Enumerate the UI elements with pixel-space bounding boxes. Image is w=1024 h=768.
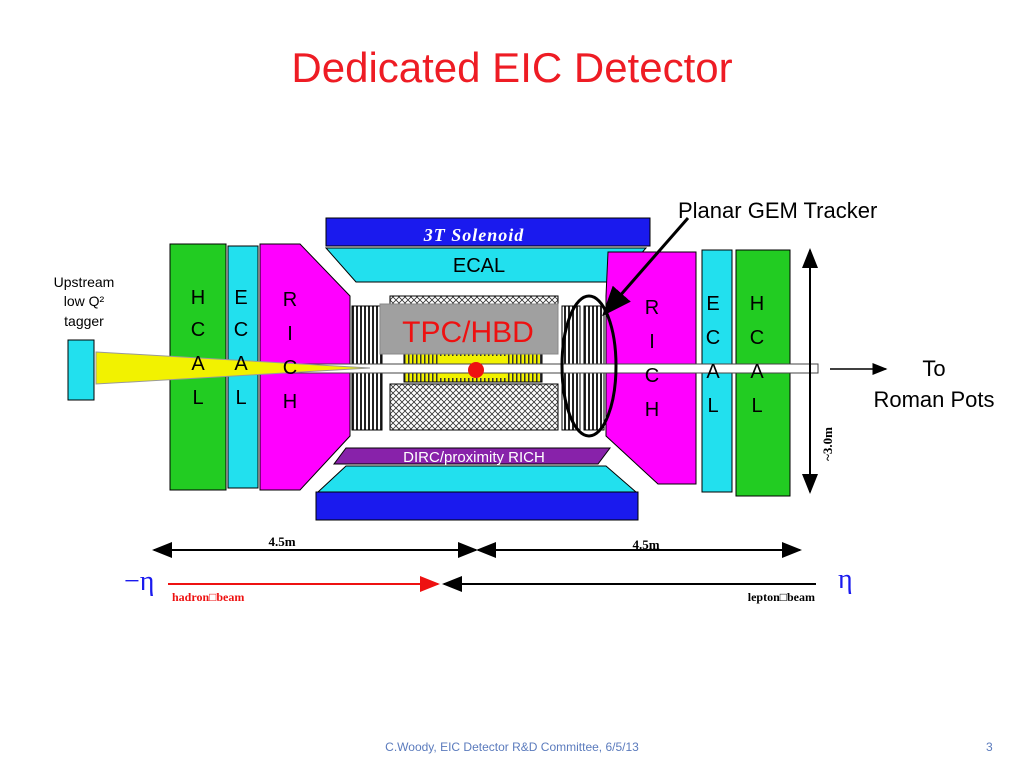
right-ecal-letter: E (706, 293, 719, 315)
tpc-hbd-box (379, 303, 559, 355)
page-number: 3 (986, 740, 993, 754)
left-ecal-letter: E (234, 287, 247, 309)
solenoid-bottom (315, 491, 639, 521)
gem-tracker-pointer (602, 217, 690, 317)
left-ecal-letters: E C A L (234, 287, 249, 409)
height-dimension-label: ~3.0m (820, 427, 835, 461)
ecal-barrel-label: ECAL (453, 255, 505, 277)
right-rich-letter: C (645, 365, 659, 387)
solenoid-label: 3T Solenoid (423, 225, 525, 245)
right-ecal-letters: E C A L (706, 293, 721, 417)
right-rich-letters: R I C H (645, 297, 659, 421)
right-ecal-letter: L (707, 395, 718, 417)
roman-pots-line: Roman Pots (873, 387, 994, 412)
hadron-beam-label: hadron□beam (172, 590, 244, 604)
dirc-label: DIRC/proximity RICH (403, 449, 545, 466)
positive-eta-label: η (838, 564, 853, 595)
left-rich-letter: R (283, 289, 297, 311)
negative-eta-label: −η (124, 566, 154, 597)
right-rich-letter: H (645, 399, 659, 421)
dirc-detector (333, 447, 611, 465)
upstream-tagger-label: Upstream low Q² tagger (54, 274, 115, 329)
right-ecal-letter: A (706, 361, 720, 383)
ecal-barrel-bottom (316, 465, 638, 493)
left-hcal-letter: H (191, 287, 205, 309)
slide-footer: C.Woody, EIC Detector R&D Committee, 6/5… (385, 740, 639, 754)
right-ecal-letter: C (706, 327, 720, 349)
left-rich-letter: C (283, 357, 297, 379)
right-hcal-letter: L (751, 395, 762, 417)
left-rich-letter: H (283, 391, 297, 413)
right-hcal-letters: H C A L (750, 293, 765, 417)
slide-title: Dedicated EIC Detector (291, 44, 733, 91)
interaction-point (468, 362, 484, 378)
left-length-label: 4.5m (268, 534, 295, 549)
right-hcal-letter: C (750, 327, 764, 349)
right-hcal-letter: A (750, 361, 764, 383)
left-hcal-letter: C (191, 319, 205, 341)
left-hcal-letter: L (192, 387, 203, 409)
right-rich-letter: R (645, 297, 659, 319)
upstream-tagger-line: Upstream (54, 274, 115, 290)
solenoid-top (325, 217, 651, 247)
left-hcal-letters: H C A L (191, 287, 206, 409)
left-ecal-letter: C (234, 319, 248, 341)
left-ecal-letter: L (235, 387, 246, 409)
left-ecal-letter: A (234, 353, 248, 375)
gem-tracker-label: Planar GEM Tracker (678, 198, 877, 223)
hadron-beam-cone (95, 351, 371, 385)
upstream-tagger-box (67, 339, 95, 401)
upstream-tagger-line: tagger (64, 313, 104, 329)
left-hcal-letter: A (191, 353, 205, 375)
tpc-hbd-label: TPC/HBD (402, 316, 534, 349)
left-rich-letters: R I C H (283, 289, 297, 413)
lepton-beam-label: lepton□beam (748, 590, 815, 604)
right-hcal-letter: H (750, 293, 764, 315)
roman-pots-line: To (922, 356, 945, 381)
upstream-tagger-line: low Q² (64, 293, 105, 309)
right-rich-letter: I (649, 331, 655, 353)
tracker-hatch-lower (389, 383, 559, 431)
gem-tracker-ellipse (560, 294, 618, 438)
right-length-label: 4.5m (632, 537, 659, 552)
roman-pots-label: To Roman Pots (873, 356, 994, 412)
left-rich-letter: I (287, 323, 293, 345)
